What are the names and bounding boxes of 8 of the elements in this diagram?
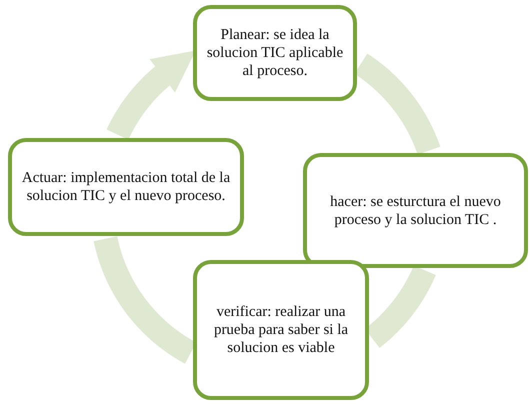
step-text: verificar: realizar una prueba para saber si la solucion es viable <box>212 303 350 357</box>
step-text: hacer: se esturctura el nuevo proceso y la solucion TIC . <box>329 192 502 228</box>
process-box <box>193 5 357 101</box>
process-box <box>8 138 244 236</box>
step-text: Planear: se idea la solucion TIC aplicable al proceso. <box>206 26 344 80</box>
process-box <box>303 153 528 268</box>
process-box <box>193 260 369 400</box>
step-text: Actuar: implementacion total de la solucion TIC y el nuevo proceso. <box>20 169 232 205</box>
